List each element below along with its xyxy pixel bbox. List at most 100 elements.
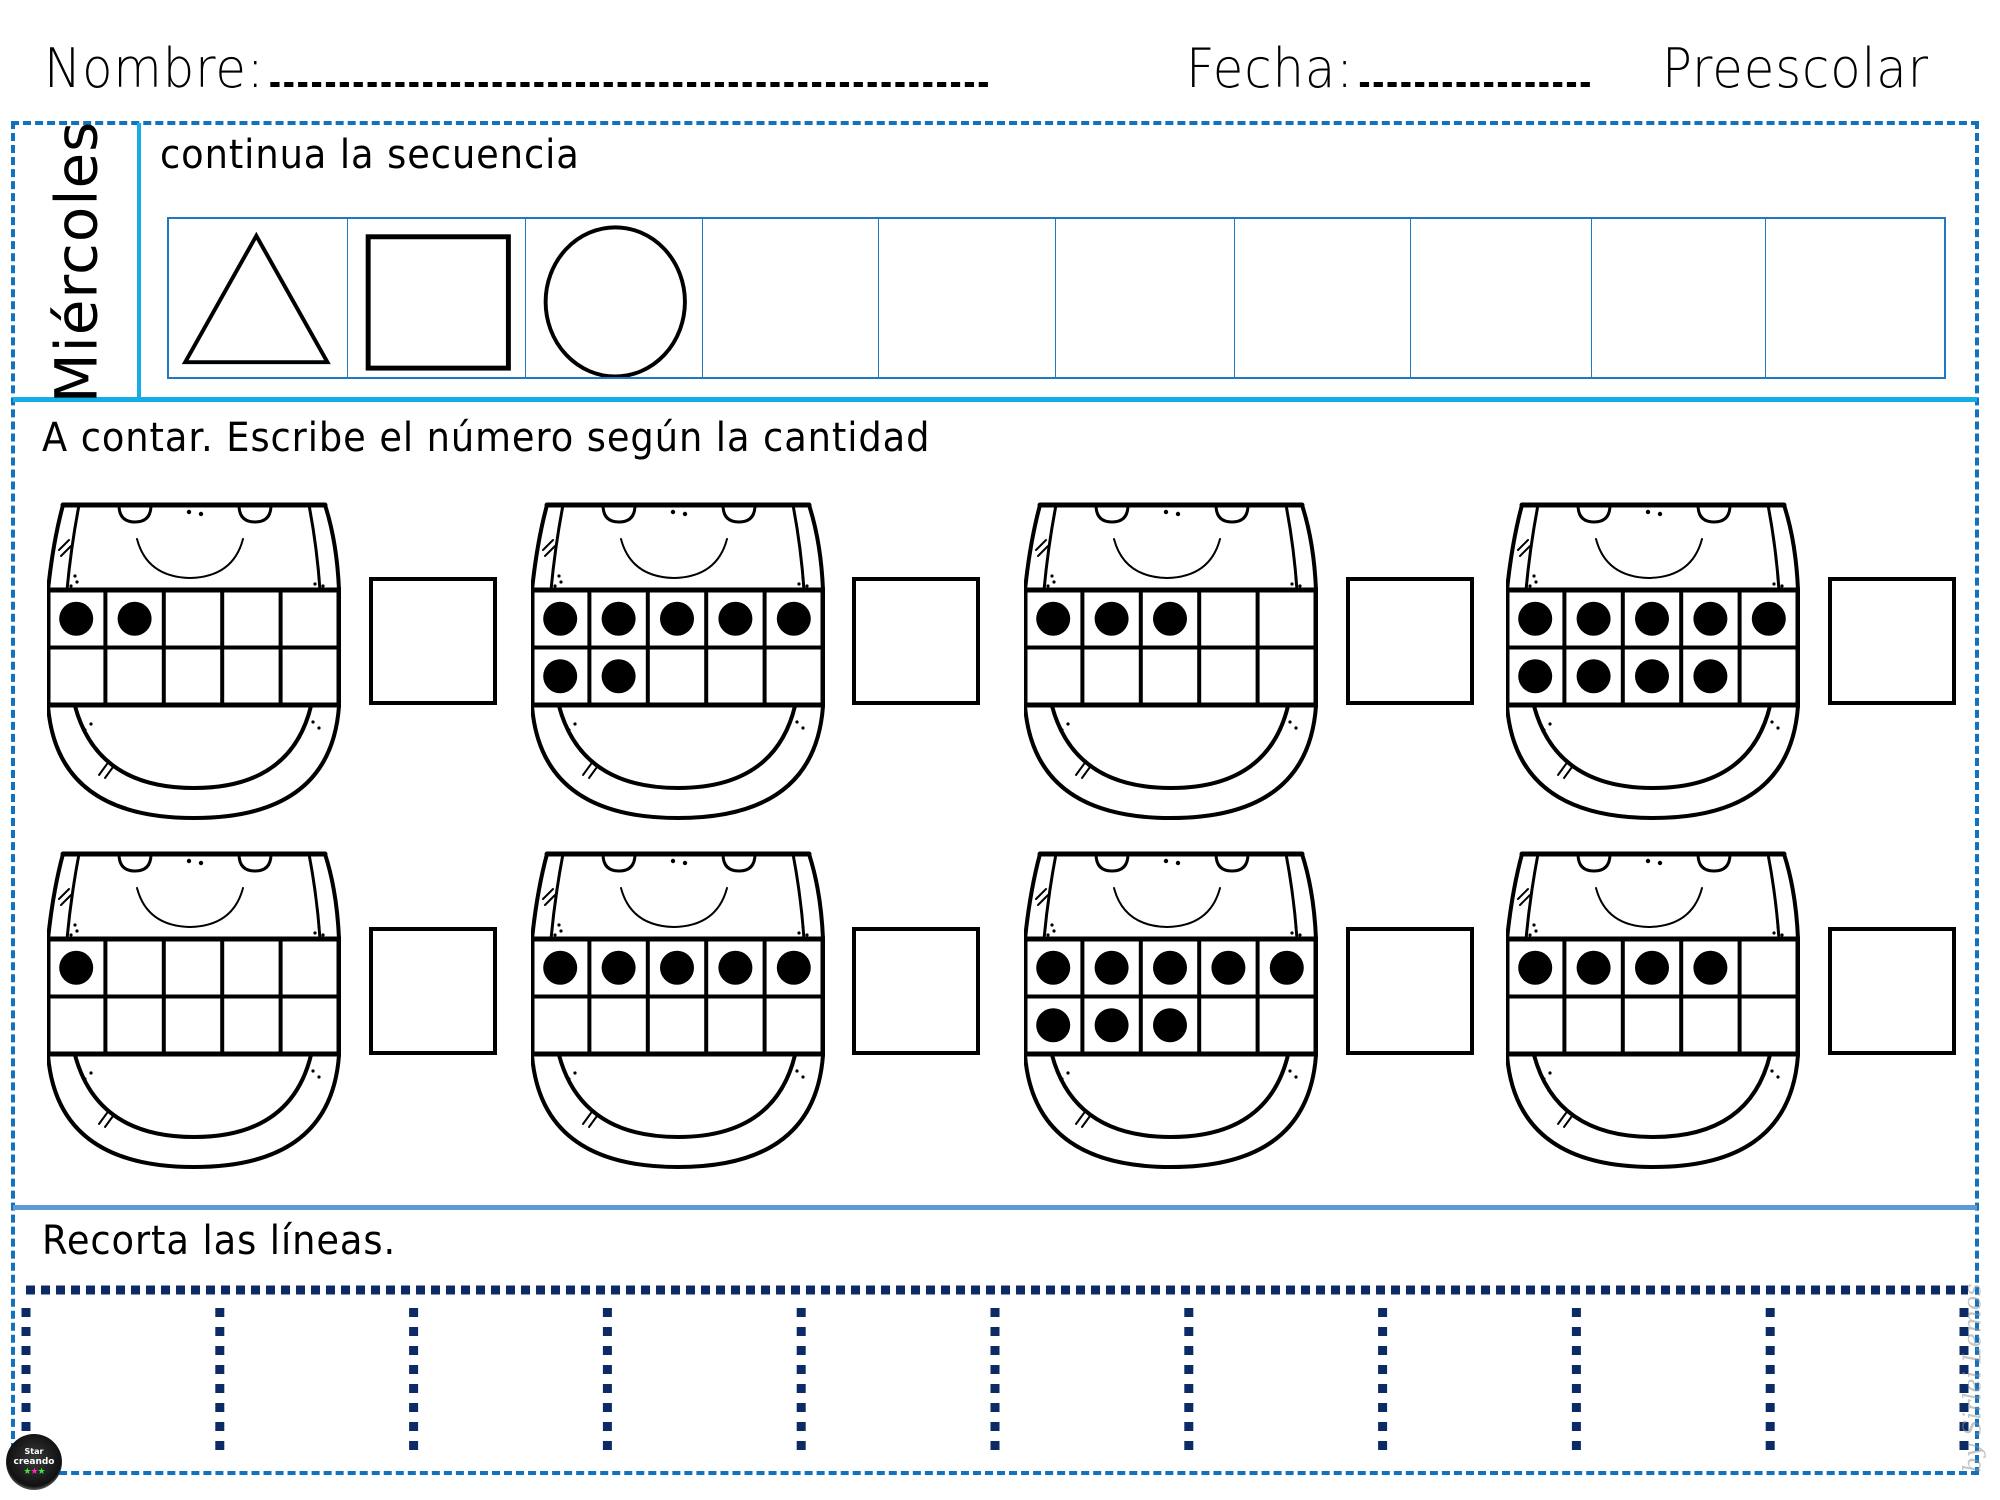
basket-side-right (1782, 852, 1800, 941)
speckle-dot (567, 1077, 571, 1081)
name-blank-line[interactable] (270, 82, 988, 87)
sequence-grid (167, 217, 1946, 379)
basket-band-right (791, 503, 806, 592)
basket-band-left (1524, 503, 1540, 592)
counter-dot (1153, 601, 1187, 636)
name-field[interactable]: Nombre: (44, 34, 988, 104)
stitch-mark (1075, 763, 1091, 779)
basket-bottom-inner (557, 1053, 797, 1140)
nose-dot (186, 509, 192, 515)
basket-side-left (1505, 503, 1524, 592)
basket-ten-frame (1022, 502, 1319, 821)
counter-dot (1211, 950, 1246, 985)
speckle-dot (73, 923, 77, 927)
nose-dot (682, 511, 688, 517)
answer-box[interactable] (852, 927, 980, 1055)
counter-dot (543, 659, 578, 694)
speckle-dot (321, 933, 325, 937)
basket-ten-frame (529, 851, 826, 1170)
sequence-cell-empty[interactable] (703, 219, 880, 377)
speckle-dot (83, 728, 87, 732)
basket-side-right (1300, 503, 1318, 592)
date-field[interactable]: Fecha: (1186, 34, 1590, 104)
speckle-dot (801, 1075, 805, 1079)
counter-dot (1635, 601, 1669, 636)
basket-band-right (1284, 852, 1299, 941)
sequence-cell-empty[interactable] (1056, 219, 1235, 377)
stitch-mark (542, 888, 556, 906)
cutting-title: Recorta las líneas. (42, 1218, 397, 1264)
basket-band-right (1766, 503, 1781, 592)
basket-band-right (791, 852, 806, 941)
basket-bump-left (1576, 852, 1612, 873)
basket-side-left (1505, 852, 1524, 941)
answer-box[interactable] (369, 927, 497, 1055)
speckle-dot (69, 584, 73, 588)
basket-band-left (65, 852, 81, 941)
answer-box[interactable] (1346, 577, 1474, 705)
speckle-dot (559, 580, 563, 584)
sequence-cell-empty[interactable] (1411, 219, 1592, 377)
sequence-cell-empty[interactable] (1766, 219, 1944, 377)
basket-side-left (1023, 503, 1042, 592)
counter-dot (1094, 950, 1129, 985)
speckle-dot (1548, 722, 1552, 726)
section-divider-sequence (13, 397, 1977, 402)
nose-dot (1163, 858, 1169, 864)
basket-bottom-inner (1532, 704, 1772, 791)
speckle-dot (557, 923, 561, 927)
answer-box[interactable] (852, 577, 980, 705)
sequence-cell-empty[interactable] (1592, 219, 1767, 377)
basket-bottom-inner (557, 704, 797, 791)
counter-dot (1153, 950, 1187, 985)
sequence-cell-empty[interactable] (1235, 219, 1412, 377)
counter-dot (601, 950, 636, 985)
basket-smile (620, 887, 728, 929)
basket-ten-frame (1504, 502, 1801, 821)
basket-band-right (1766, 852, 1781, 941)
basket-band-right (1284, 503, 1299, 592)
nose-dot (1657, 511, 1663, 517)
basket-side-left (46, 852, 65, 941)
answer-box[interactable] (369, 577, 497, 705)
nose-dot (1657, 860, 1663, 866)
triangle-shape (181, 231, 331, 365)
answer-box[interactable] (1828, 577, 1956, 705)
day-label-box: Miércoles (16, 121, 136, 404)
counter-dot (1693, 601, 1728, 636)
counter-dot (1518, 950, 1553, 985)
basket-bottom-outer (1505, 704, 1800, 821)
basket-side-right (1300, 852, 1318, 941)
speckle-dot (553, 584, 557, 588)
counter-dot (1635, 950, 1669, 985)
speckle-dot (797, 582, 801, 586)
speckle-dot (573, 1071, 577, 1075)
sequence-cell-square (348, 219, 527, 377)
sequence-cell-triangle (169, 219, 348, 377)
speckle-dot (1542, 1077, 1546, 1081)
stitch-mark (1557, 1112, 1573, 1128)
speckle-dot (89, 1071, 93, 1075)
speckle-dot (1528, 933, 1532, 937)
basket-bump-left (1576, 503, 1612, 524)
speckle-dot (1776, 1075, 1780, 1079)
counter-dot (1576, 601, 1611, 636)
basket-ten-frame (1022, 851, 1319, 1170)
speckle-dot (557, 574, 561, 578)
counter-dot (1153, 1008, 1187, 1043)
sequence-cell-empty[interactable] (879, 219, 1057, 377)
counter-dot (1094, 1008, 1129, 1043)
basket-bump-right (721, 852, 757, 873)
level-label: Preescolar (1662, 37, 1930, 100)
answer-box[interactable] (1828, 927, 1956, 1055)
speckle-dot (1776, 726, 1780, 730)
date-label: Fecha: (1186, 37, 1354, 100)
counter-dot (1693, 659, 1728, 694)
counter-dot (117, 601, 152, 636)
basket-bottom-inner (1532, 1053, 1772, 1140)
basket-side-right (1782, 503, 1800, 592)
date-blank-line[interactable] (1359, 82, 1590, 87)
basket-bottom-outer (46, 704, 341, 821)
answer-box[interactable] (1346, 927, 1474, 1055)
sequence-title: continua la secuencia (160, 132, 580, 178)
